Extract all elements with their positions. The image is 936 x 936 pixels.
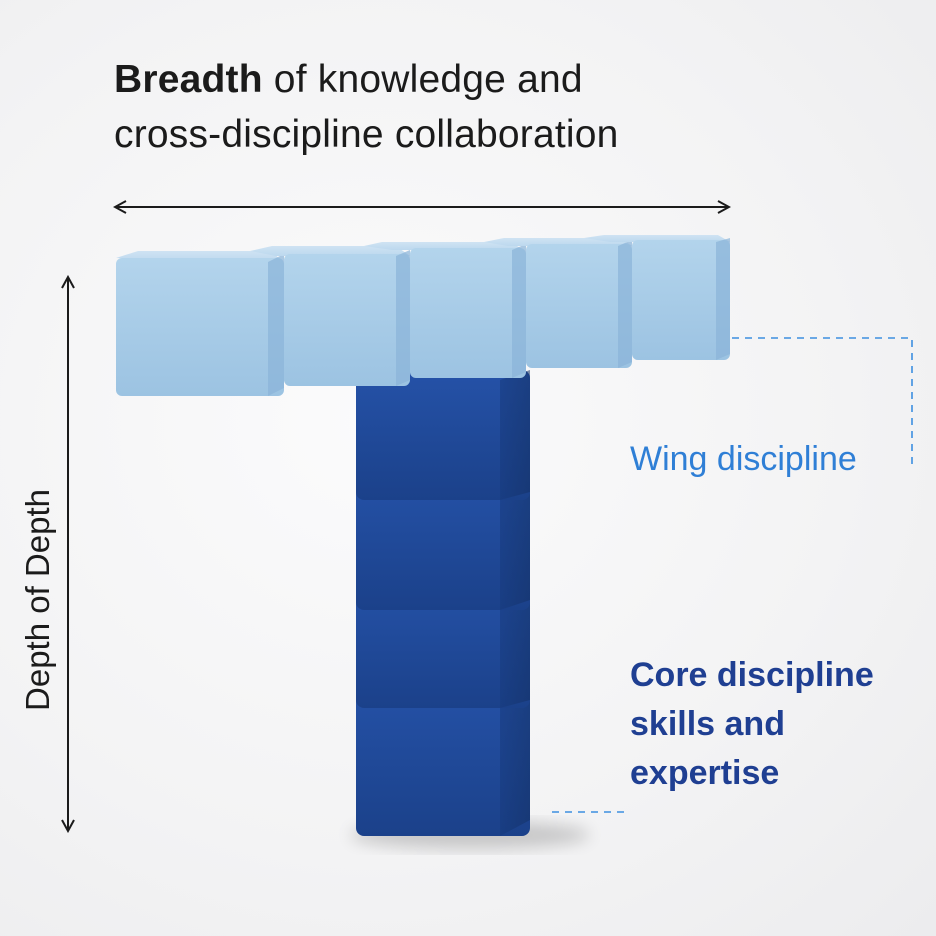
breadth-title-rest: of knowledge and	[262, 58, 583, 101]
wing-block	[484, 238, 632, 368]
wing-leader-line	[732, 337, 913, 466]
wing-block	[584, 235, 730, 360]
wing-block	[250, 246, 410, 386]
core-discipline-label-line2: skills and	[630, 705, 785, 743]
core-block	[356, 370, 530, 500]
breadth-title-line1: Breadth of knowledge and	[114, 58, 583, 102]
core-discipline-stack	[356, 370, 530, 836]
core-discipline-label-line1: Core discipline	[630, 656, 874, 694]
breadth-title-line2: cross-discipline collaboration	[114, 113, 619, 156]
breadth-title-bold: Breadth	[114, 58, 263, 101]
wing-block	[364, 242, 526, 378]
core-block	[356, 680, 530, 836]
depth-axis-label: Depth of Depth	[19, 489, 56, 711]
wing-block	[116, 251, 284, 396]
wing-discipline-label: Wing discipline	[630, 440, 857, 478]
wing-discipline-row	[116, 235, 730, 396]
core-discipline-label-line3: expertise	[630, 754, 780, 792]
